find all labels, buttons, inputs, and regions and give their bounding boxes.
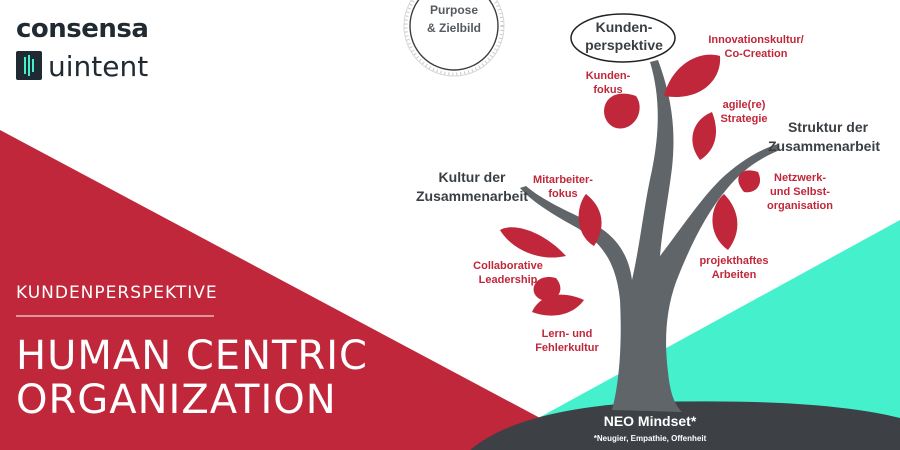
hero-subtitle: KUNDENPERSPEKTIVE [16, 283, 218, 303]
leaf-label-collab-2: Leadership [479, 274, 538, 286]
consensa-wordmark: consensa [16, 14, 149, 44]
roots-note: *Neugier, Empathie, Offenheit [594, 434, 707, 443]
uintent-logo: uintent [48, 50, 148, 83]
leaf [604, 93, 640, 129]
leaf [712, 194, 738, 250]
leaf-label-lern-2: Fehlerkultur [535, 342, 599, 354]
hero-title-line-2: ORGANIZATION [16, 377, 337, 423]
leaf-label-projekt-2: Arbeiten [712, 269, 757, 281]
tree-leaves [500, 54, 761, 316]
leaf [533, 276, 561, 301]
left-branch-label-2: Zusammenarbeit [416, 188, 528, 204]
hero-title-line-1: HUMAN CENTRIC [16, 333, 368, 379]
leaf [578, 194, 602, 246]
leaf [500, 227, 566, 258]
leaf-label-collab-1: Collaborative [473, 260, 543, 272]
leaf-label-kundenfokus-1: Kunden- [586, 70, 631, 82]
leaf-label-agile-2: Strategie [720, 113, 767, 125]
leaf-label-agile-1: agile(re) [723, 99, 766, 111]
leaf-label-netzwerk-2: und Selbst- [770, 186, 830, 198]
uintent-logo-mark [16, 51, 42, 80]
right-branch-label-2: Zusammenarbeit [768, 138, 880, 154]
purpose-label-1: Purpose [430, 3, 478, 17]
purpose-circle: Purpose & Zielbild [403, 0, 505, 77]
leaf [532, 294, 584, 316]
purpose-label-2: & Zielbild [427, 21, 481, 35]
leaf [692, 112, 716, 160]
leaf-label-mitarbeiter-1: Mitarbeiter- [533, 174, 593, 186]
red-shape [0, 130, 600, 450]
mint-shape [480, 220, 900, 450]
kundenperspektive-ellipse [570, 13, 676, 63]
leaf-label-kundenfokus-2: fokus [593, 84, 622, 96]
tree-trunk [520, 60, 780, 412]
uintent-wordmark: uintent [48, 50, 149, 83]
leaf-label-mitarbeiter-2: fokus [548, 188, 577, 200]
tree-top-label-1: Kunden- [596, 19, 653, 35]
roots-title: NEO Mindset* [604, 413, 697, 429]
ground-shape [470, 401, 900, 450]
leaf-label-innovation-2: Co-Creation [725, 48, 788, 60]
leaf [738, 170, 761, 193]
tree-top-label-2: perspektive [585, 37, 663, 53]
leaf-label-lern-1: Lern- und [542, 328, 593, 340]
leaf [664, 54, 721, 97]
consensa-logo: consensa [16, 14, 149, 44]
leaf-label-netzwerk-1: Netzwerk- [774, 172, 826, 184]
leaf-label-netzwerk-3: organisation [767, 200, 833, 212]
leaf-label-projekt-1: projekthaftes [699, 255, 768, 267]
hero-title: HUMAN CENTRIC ORGANIZATION [16, 334, 368, 422]
leaf-label-innovation-1: Innovationskultur/ [708, 34, 803, 46]
left-branch-label-1: Kultur der [439, 169, 506, 185]
right-branch-label-1: Struktur der [788, 119, 869, 135]
